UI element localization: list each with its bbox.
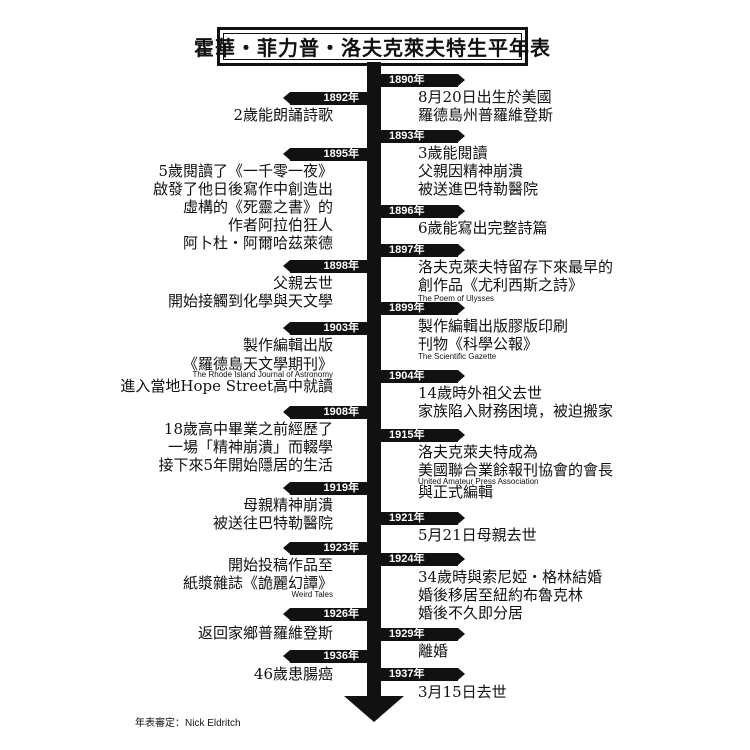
year-tag: 1903年 (283, 322, 367, 335)
event-text: 婚後移居至紐約布魯克林 (418, 586, 584, 604)
event-text: 2歲能朗誦詩歌 (233, 106, 333, 124)
english-title-note: The Rhode Island Journal of Astronomy (192, 370, 333, 379)
year-label: 1890年 (389, 74, 425, 86)
year-label: 1923年 (323, 542, 359, 554)
event-text: 3歲能閱讀 (418, 144, 488, 162)
event-text: 父親去世 (272, 274, 333, 292)
year-label: 1924年 (389, 553, 425, 565)
year-label: 1936年 (323, 650, 359, 662)
event-text: 3月15日去世 (418, 683, 507, 701)
event-text: 18歲高中畢業之前經歷了 (163, 420, 333, 438)
event-text: 6歲能寫出完整詩篇 (418, 219, 548, 237)
year-tag: 1919年 (283, 482, 367, 495)
timeline-arrowhead (344, 696, 404, 722)
year-label: 1893年 (389, 130, 425, 142)
event-text: 《羅德島天文學期刊》 (182, 355, 333, 373)
event-text: 14歲時外祖父去世 (418, 384, 543, 402)
year-label: 1919年 (323, 482, 359, 494)
event-text: 父親因精神崩潰 (418, 162, 524, 180)
year-label: 1926年 (323, 608, 359, 620)
event-text: 與正式編輯 (418, 483, 494, 501)
year-tag: 1898年 (283, 260, 367, 273)
english-title-note: United Amateur Press Association (418, 477, 539, 486)
event-text: 離婚 (418, 642, 449, 660)
year-tag: 1921年 (381, 512, 465, 525)
year-tag: 1929年 (381, 628, 465, 641)
event-text: 羅德島州普羅維登斯 (418, 106, 554, 124)
year-tag: 1896年 (381, 205, 465, 218)
year-tag: 1923年 (283, 542, 367, 555)
event-text: 5歲閱讀了《一千零一夜》 (158, 162, 333, 180)
event-text: 創作品《尤利西斯之詩》 (418, 276, 584, 294)
event-text: 阿卜杜・阿爾哈茲萊德 (182, 234, 333, 252)
event-text: 返回家鄉普羅維登斯 (197, 624, 333, 642)
timeline-spine (367, 62, 381, 698)
year-tag: 1908年 (283, 406, 367, 419)
english-title-note: Weird Tales (291, 590, 334, 599)
year-label: 1895年 (323, 148, 359, 160)
year-tag: 1899年 (381, 302, 465, 315)
event-text: 啟發了他日後寫作中創造出 (152, 180, 333, 198)
year-label: 1929年 (389, 628, 425, 640)
event-text: 美國聯合業餘報刊協會的會長 (418, 461, 614, 479)
english-title-note: The Scientific Gazette (418, 352, 497, 361)
event-text: 34歲時與索尼婭・格林結婚 (418, 568, 603, 586)
year-tag: 1904年 (381, 370, 465, 383)
event-text: 接下來5年開始隱居的生活 (158, 456, 333, 474)
year-tag: 1915年 (381, 429, 465, 442)
event-text: 紙漿雜誌《詭麗幻譚》 (182, 574, 333, 592)
event-text: 5月21日母親去世 (418, 526, 537, 544)
year-label: 1937年 (389, 668, 425, 680)
event-text: 8月20日出生於美國 (418, 88, 552, 106)
event-text: 被送往巴特勒醫院 (212, 514, 333, 532)
year-label: 1908年 (323, 406, 359, 418)
year-tag: 1892年 (283, 92, 367, 105)
year-label: 1896年 (389, 205, 425, 217)
year-label: 1897年 (389, 244, 425, 256)
year-label: 1892年 (323, 92, 359, 104)
page-title: 霍華・菲力普・洛夫克萊夫特生平年表 (194, 36, 551, 60)
event-text: 洛夫克萊夫特成為 (418, 443, 539, 461)
year-label: 1898年 (323, 260, 359, 272)
event-text: 開始投稿作品至 (227, 556, 333, 574)
event-text: 洛夫克萊夫特留存下來最早的 (418, 258, 614, 276)
year-tag: 1924年 (381, 553, 465, 566)
year-label: 1899年 (389, 302, 425, 314)
event-text: 作者阿拉伯狂人 (227, 216, 333, 234)
credit-line: 年表審定：Nick Eldritch (135, 718, 241, 729)
year-tag: 1893年 (381, 130, 465, 143)
year-tag: 1936年 (283, 650, 367, 663)
event-text: 刊物《科學公報》 (418, 335, 539, 353)
year-label: 1915年 (389, 429, 425, 441)
year-label: 1903年 (323, 322, 359, 334)
event-text: 虛構的《死靈之書》的 (182, 198, 333, 216)
event-text: 一場「精神崩潰」而輟學 (167, 438, 333, 456)
english-title-note: The Poem of Ulysses (418, 294, 495, 303)
event-text: 家族陷入財務困境，被迫搬家 (418, 402, 614, 420)
year-tag: 1895年 (283, 148, 367, 161)
event-text: 46歲患腸癌 (253, 665, 333, 683)
title-box: 霍華・菲力普・洛夫克萊夫特生平年表 (194, 27, 551, 66)
event-text: 被送進巴特勒醫院 (418, 180, 539, 198)
year-label: 1904年 (389, 370, 425, 382)
event-text: 製作編輯出版膠版印刷 (418, 317, 569, 335)
year-tag: 1926年 (283, 608, 367, 621)
event-text: 製作編輯出版 (242, 336, 333, 354)
event-text: 進入當地Hope Street高中就讀 (120, 377, 333, 395)
event-text: 母親精神崩潰 (242, 496, 333, 514)
year-tag: 1890年 (381, 74, 465, 87)
year-tag: 1897年 (381, 244, 465, 257)
year-tag: 1937年 (381, 668, 465, 681)
event-text: 婚後不久即分居 (418, 604, 524, 622)
year-label: 1921年 (389, 512, 425, 524)
event-text: 開始接觸到化學與天文學 (167, 292, 333, 310)
